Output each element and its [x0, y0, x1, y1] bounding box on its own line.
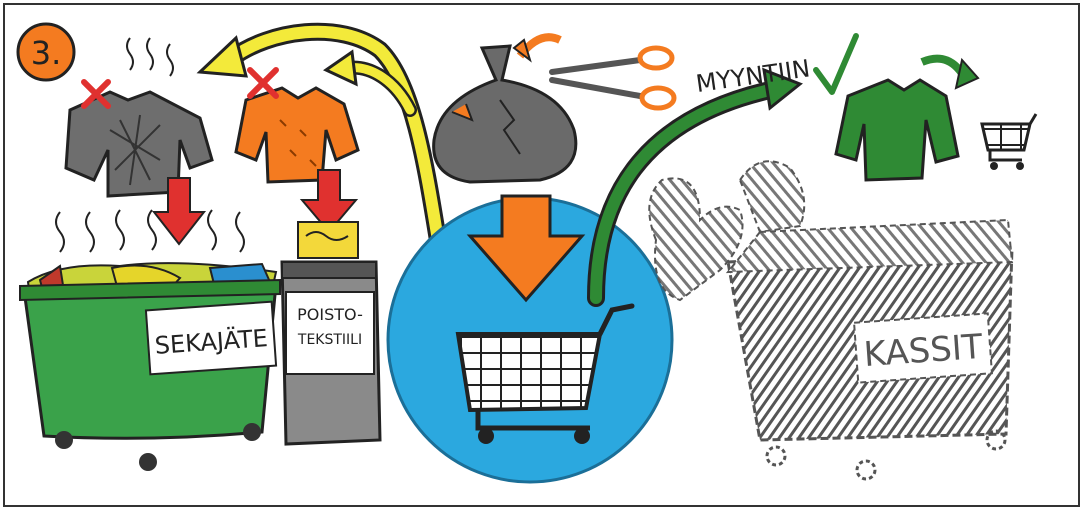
step-badge: 3.	[18, 24, 74, 80]
step-number: 3.	[31, 34, 62, 72]
bags-label: KASSIT	[862, 327, 984, 375]
textile-waste-label-top: POISTO-	[297, 305, 363, 324]
textile-waste-label-bottom: TEKSTIILI	[297, 332, 362, 348]
